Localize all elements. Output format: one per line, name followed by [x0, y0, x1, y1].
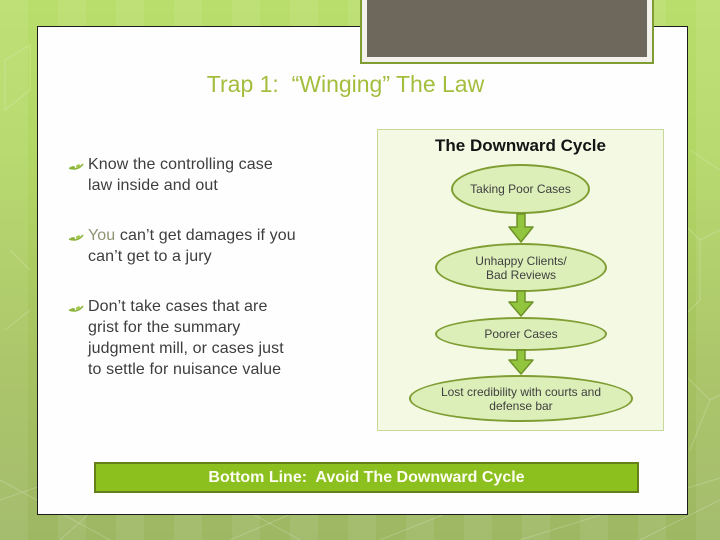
bottom-line-banner: Bottom Line: Avoid The Downward Cycle: [94, 462, 639, 493]
bullet-list: Know the controlling case law inside and…: [68, 154, 368, 409]
bottom-line-text: Bottom Line: Avoid The Downward Cycle: [208, 468, 525, 486]
diagram-node-unhappy-clients: Unhappy Clients/ Bad Reviews: [435, 243, 607, 292]
photo-placeholder-fill: [367, 0, 647, 57]
leaf-vine-bullet-icon: [68, 225, 88, 267]
leaf-vine-bullet-icon: [68, 296, 88, 380]
page-title: Trap 1: “Winging” The Law: [206, 71, 485, 97]
bullet-item: Know the controlling case law inside and…: [68, 154, 368, 196]
diagram-node-lost-credibility: Lost credibility with courts and defense…: [409, 375, 633, 422]
bullet-text: Know the controlling case law inside and…: [88, 156, 273, 194]
diagram-node-poorer-cases: Poorer Cases: [435, 317, 607, 351]
leaf-vine-bullet-icon: [68, 154, 88, 196]
bullet-item: You can’t get damages if you can’t get t…: [68, 225, 368, 267]
bullet-text: You can’t get damages if you can’t get t…: [88, 227, 296, 265]
bullet-text: Don’t take cases that are grist for the …: [88, 298, 284, 378]
down-arrow-icon: [508, 290, 534, 317]
bullet-item: Don’t take cases that are grist for the …: [68, 296, 368, 380]
downward-cycle-diagram: The Downward Cycle Taking Poor Cases Unh…: [377, 129, 664, 431]
photo-placeholder: [360, 0, 654, 64]
diagram-node-taking-poor-cases: Taking Poor Cases: [451, 164, 590, 214]
diagram-title: The Downward Cycle: [435, 136, 606, 155]
down-arrow-icon: [508, 349, 534, 375]
content-panel: Trap 1: “Winging” The Law Know the contr…: [37, 26, 688, 515]
down-arrow-icon: [508, 213, 534, 243]
